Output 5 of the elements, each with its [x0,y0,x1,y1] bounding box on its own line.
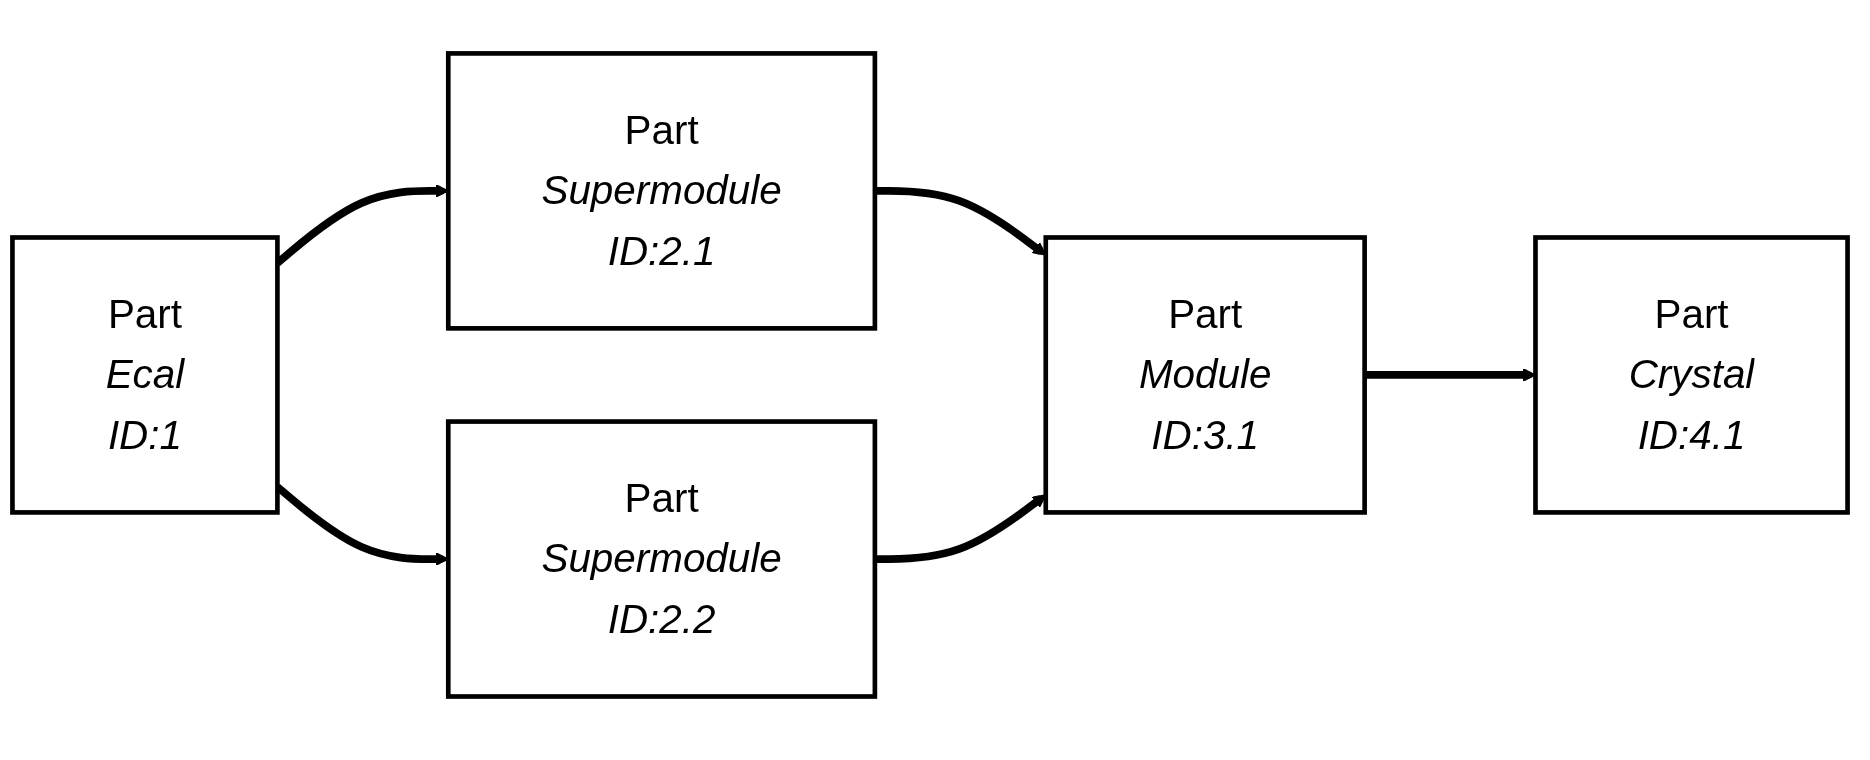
node-box: Part Module ID:3.1 [1043,235,1367,515]
node-box: Part Supermodule ID:2.2 [445,419,878,699]
node-box: Part Ecal ID:1 [10,235,280,515]
node-box: Part Supermodule ID:2.1 [445,51,878,331]
node-box: Part Crystal ID:4.1 [1533,235,1850,515]
